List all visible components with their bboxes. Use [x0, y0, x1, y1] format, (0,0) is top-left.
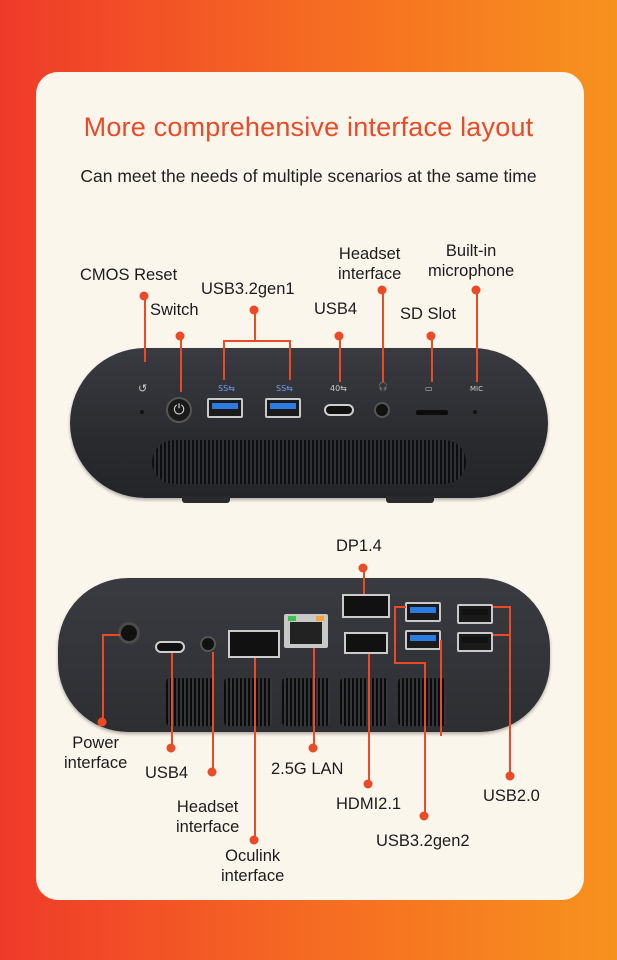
- front-usb3-port-2[interactable]: [265, 398, 301, 418]
- label-rear-usb4: USB4: [145, 764, 189, 782]
- label-lan: 2.5G LAN: [271, 760, 344, 778]
- rear-usb2-port-2[interactable]: [457, 632, 493, 652]
- superspeed-icon: SS⇆: [276, 384, 293, 393]
- callout-line: [144, 296, 146, 362]
- displayport-port[interactable]: [342, 594, 390, 618]
- callout-line: [223, 340, 225, 380]
- device-back-panel: [58, 578, 550, 732]
- callout-line: [223, 340, 289, 342]
- usb4-icon: 40⇆: [330, 384, 347, 393]
- label-cmos-reset: CMOS Reset: [80, 266, 178, 284]
- callout-line: [424, 662, 426, 816]
- callout-line: [394, 606, 396, 662]
- callout-line: [171, 653, 173, 748]
- callout-line: [394, 606, 406, 608]
- label-sd-slot: SD Slot: [400, 305, 456, 323]
- page-title: More comprehensive interface layout: [83, 112, 534, 142]
- callout-line: [102, 634, 120, 636]
- callout-line: [180, 336, 182, 392]
- callout-dot: [419, 811, 429, 821]
- callout-dot: [175, 331, 185, 341]
- label-switch: Switch: [150, 301, 199, 319]
- callout-line: [289, 340, 291, 380]
- callout-line: [509, 606, 511, 776]
- sd-card-slot[interactable]: [416, 410, 448, 415]
- label-front-usb4: USB4: [314, 300, 358, 318]
- callout-dot: [426, 331, 436, 341]
- callout-dot: [358, 563, 368, 573]
- page-subtitle: Can meet the needs of multiple scenarios…: [80, 166, 537, 186]
- callout-line: [212, 652, 214, 772]
- power-dc-jack[interactable]: [118, 622, 140, 644]
- callout-line: [493, 606, 509, 608]
- callout-dot: [505, 771, 515, 781]
- callout-dot: [139, 291, 149, 301]
- cmos-reset-pin[interactable]: [140, 410, 144, 414]
- callout-dot: [166, 743, 176, 753]
- front-headset-jack[interactable]: [374, 402, 390, 418]
- label-usb32gen1: USB3.2gen1: [201, 280, 295, 298]
- callout-dot: [363, 779, 373, 789]
- rear-vent: [166, 678, 214, 726]
- label-power-interface: Power interface: [64, 734, 128, 772]
- device-front-panel: [70, 348, 548, 498]
- callout-line: [394, 662, 424, 664]
- hdmi-port[interactable]: [344, 632, 388, 654]
- callout-line: [476, 290, 478, 382]
- callout-line: [493, 634, 509, 636]
- label-microphone: Built-in microphone: [428, 242, 515, 280]
- label-hdmi21: HDMI2.1: [336, 795, 402, 813]
- sd-card-icon: ▭: [425, 384, 433, 393]
- label-rear-headset: Headset interface: [176, 798, 240, 836]
- rear-usb4-port[interactable]: [155, 641, 185, 653]
- rear-headset-jack[interactable]: [200, 636, 216, 652]
- mic-icon: MIC: [470, 385, 483, 393]
- superspeed-icon: SS⇆: [218, 384, 235, 393]
- callout-dot: [377, 285, 387, 295]
- callout-dot: [249, 835, 259, 845]
- front-usb4-port[interactable]: [324, 404, 354, 416]
- callout-line: [440, 640, 442, 736]
- oculink-port[interactable]: [228, 630, 280, 658]
- callout-dot: [249, 305, 259, 315]
- callout-line: [368, 654, 370, 784]
- power-switch-button[interactable]: ⏻: [166, 397, 192, 423]
- device-foot: [182, 496, 230, 503]
- label-dp14: DP1.4: [336, 537, 382, 555]
- callout-line: [431, 336, 433, 382]
- rear-vent: [282, 678, 330, 726]
- label-usb32gen2: USB3.2gen2: [376, 832, 470, 850]
- callout-line: [102, 634, 104, 722]
- callout-dot: [471, 285, 481, 295]
- rear-vent: [398, 678, 446, 726]
- callout-dot: [207, 767, 217, 777]
- microphone-hole: [473, 410, 477, 414]
- lan-port[interactable]: [284, 614, 328, 648]
- callout-line: [339, 336, 341, 382]
- headset-icon: 🎧: [378, 382, 388, 391]
- front-usb3-port-1[interactable]: [207, 398, 243, 418]
- callout-line: [382, 290, 384, 382]
- power-icon: ⏻: [173, 402, 185, 418]
- rear-vent: [340, 678, 388, 726]
- label-oculink: Oculink interface: [221, 847, 285, 885]
- callout-dot: [334, 331, 344, 341]
- rear-usb3-port-1[interactable]: [405, 602, 441, 622]
- rear-vent: [224, 678, 272, 726]
- device-foot: [386, 496, 434, 503]
- rear-usb2-port-1[interactable]: [457, 604, 493, 624]
- label-usb20: USB2.0: [483, 787, 540, 805]
- callout-line: [363, 568, 365, 594]
- front-grille: [152, 440, 466, 484]
- callout-line: [254, 658, 256, 840]
- rear-usb3-port-2[interactable]: [405, 630, 441, 650]
- reset-icon: ↺: [138, 382, 148, 395]
- callout-dot: [97, 717, 107, 727]
- callout-line: [254, 310, 256, 340]
- callout-dot: [308, 743, 318, 753]
- label-front-headset: Headset interface: [338, 245, 402, 283]
- callout-line: [313, 648, 315, 748]
